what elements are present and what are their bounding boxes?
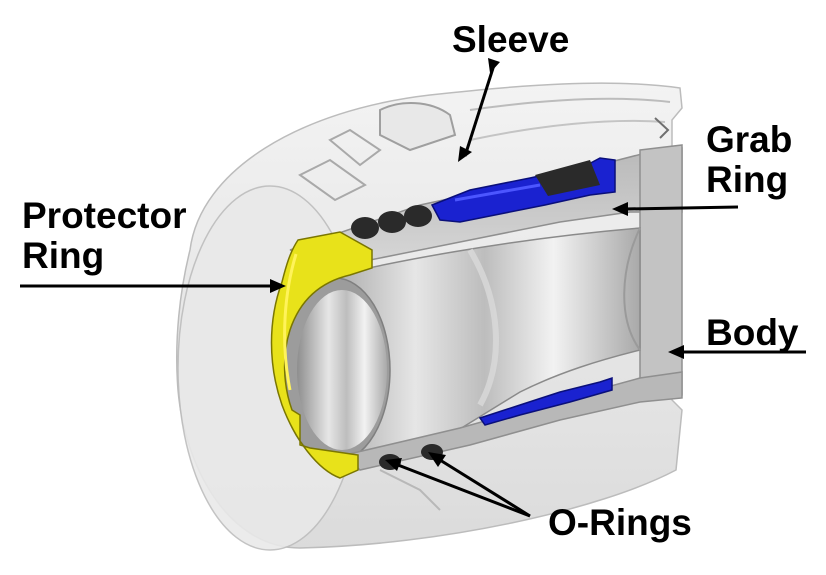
o-rings-top [351,160,600,239]
protector-ring-label-line2: Ring [22,235,105,276]
o-rings-label: O-Rings [548,502,692,543]
grab-ring-label: Grab Ring [706,120,792,200]
grab-ring-label-line2: Ring [706,159,789,200]
sleeve-label: Sleeve [452,19,570,60]
leader-lines [20,58,806,518]
protector-ring-label: Protector Ring [22,196,186,276]
body-label: Body [706,312,799,353]
protector-ring-label-line1: Protector [22,195,187,236]
body-bore [279,227,641,463]
grab-ring-label-line1: Grab [706,119,793,160]
